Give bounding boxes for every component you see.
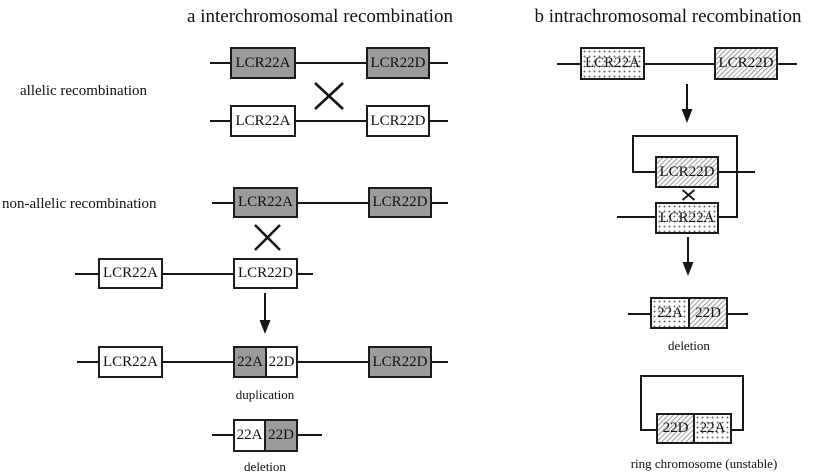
lcr22d-box-white: LCR22D bbox=[366, 105, 430, 137]
chromosome-line bbox=[719, 171, 755, 173]
chromosome-line bbox=[617, 216, 655, 218]
box-label: 22D bbox=[268, 427, 294, 443]
duplication-caption: duplication bbox=[235, 387, 295, 402]
lcr22d-box-hatched: LCR22D bbox=[655, 156, 719, 188]
chromosome-line bbox=[210, 120, 448, 122]
box-label: 22A bbox=[237, 353, 263, 370]
loop-line bbox=[632, 171, 655, 173]
crossover-x-icon bbox=[254, 224, 281, 251]
ring-line bbox=[742, 375, 744, 431]
lcr22d-box-dark: LCR22D bbox=[368, 187, 432, 218]
allelic-recombination-label: allelic recombination bbox=[20, 83, 148, 99]
fusion-22a-box-dotted: 22A bbox=[693, 413, 732, 444]
box-label: LCR22D bbox=[372, 353, 428, 370]
fusion-22d-box-dark: 22D bbox=[264, 419, 298, 452]
box-label: LCR22A bbox=[584, 55, 640, 71]
lcr22a-box-dotted: LCR22A bbox=[655, 202, 719, 234]
chromosome-line bbox=[557, 63, 797, 65]
box-label: LCR22A bbox=[659, 209, 715, 226]
ring-line bbox=[640, 375, 744, 377]
panel-a-title: a interchromosomal recombination bbox=[187, 6, 453, 27]
box-label: 22D bbox=[268, 353, 295, 370]
panel-b-title: b intrachromosomal recombination bbox=[534, 6, 802, 27]
loop-line bbox=[719, 216, 738, 218]
lcr22a-box-white: LCR22A bbox=[230, 105, 296, 137]
lcr22a-box-dark: LCR22A bbox=[230, 47, 296, 79]
box-label: LCR22D bbox=[370, 54, 426, 71]
loop-line bbox=[632, 135, 634, 173]
lcr22d-box-white: LCR22D bbox=[233, 258, 298, 289]
lcr22d-box-hatched: LCR22D bbox=[714, 47, 778, 80]
box-label: LCR22A bbox=[102, 353, 158, 370]
box-label: 22D bbox=[695, 304, 721, 321]
lcr22a-box-dotted: LCR22A bbox=[580, 47, 645, 80]
deletion-caption: deletion bbox=[244, 459, 286, 474]
box-label: LCR22D bbox=[372, 194, 428, 210]
box-label: 22A bbox=[699, 420, 726, 436]
deletion-caption: deletion bbox=[668, 338, 710, 353]
loop-line bbox=[736, 135, 738, 218]
down-arrow-icon bbox=[259, 293, 271, 334]
loop-line bbox=[632, 135, 738, 137]
fusion-22a-box-dotted: 22A bbox=[650, 297, 690, 329]
crossover-x-icon bbox=[314, 82, 344, 110]
box-label: 22A bbox=[236, 427, 263, 443]
box-label: LCR22D bbox=[659, 163, 715, 180]
box-label: 22D bbox=[662, 420, 689, 436]
ring-chromosome-caption: ring chromosome (unstable) bbox=[630, 456, 778, 471]
box-label: LCR22D bbox=[718, 55, 774, 71]
fusion-22d-box-white: 22D bbox=[265, 346, 298, 378]
chromosome-line bbox=[210, 62, 448, 64]
box-label: LCR22A bbox=[237, 194, 293, 210]
crossover-x-icon bbox=[681, 189, 696, 201]
down-arrow-icon bbox=[682, 237, 694, 276]
non-allelic-recombination-label: non-allelic recombination bbox=[2, 196, 157, 212]
box-label: 22A bbox=[657, 304, 683, 321]
lcr22d-box-dark: LCR22D bbox=[368, 346, 432, 378]
ring-line bbox=[640, 375, 642, 431]
lcr22d-box-dark: LCR22D bbox=[366, 47, 430, 79]
lcr22a-box-white: LCR22A bbox=[98, 346, 163, 378]
box-label: LCR22A bbox=[235, 54, 291, 71]
fusion-22d-box-hatched: 22D bbox=[688, 297, 728, 329]
ring-line bbox=[730, 429, 744, 431]
fusion-22a-box-white: 22A bbox=[233, 419, 266, 452]
chromosome-line bbox=[212, 202, 448, 204]
chromosome-line bbox=[75, 273, 313, 275]
box-label: LCR22A bbox=[102, 265, 158, 281]
fusion-22a-box-dark: 22A bbox=[233, 346, 267, 378]
lcr22a-box-dark: LCR22A bbox=[233, 187, 298, 218]
box-label: LCR22D bbox=[237, 265, 293, 281]
ring-line bbox=[640, 429, 656, 431]
box-label: LCR22A bbox=[235, 112, 291, 129]
lcr22a-box-white: LCR22A bbox=[98, 258, 163, 289]
down-arrow-icon bbox=[681, 84, 693, 123]
fusion-22d-box-hatched: 22D bbox=[656, 413, 695, 444]
box-label: LCR22D bbox=[370, 112, 426, 129]
